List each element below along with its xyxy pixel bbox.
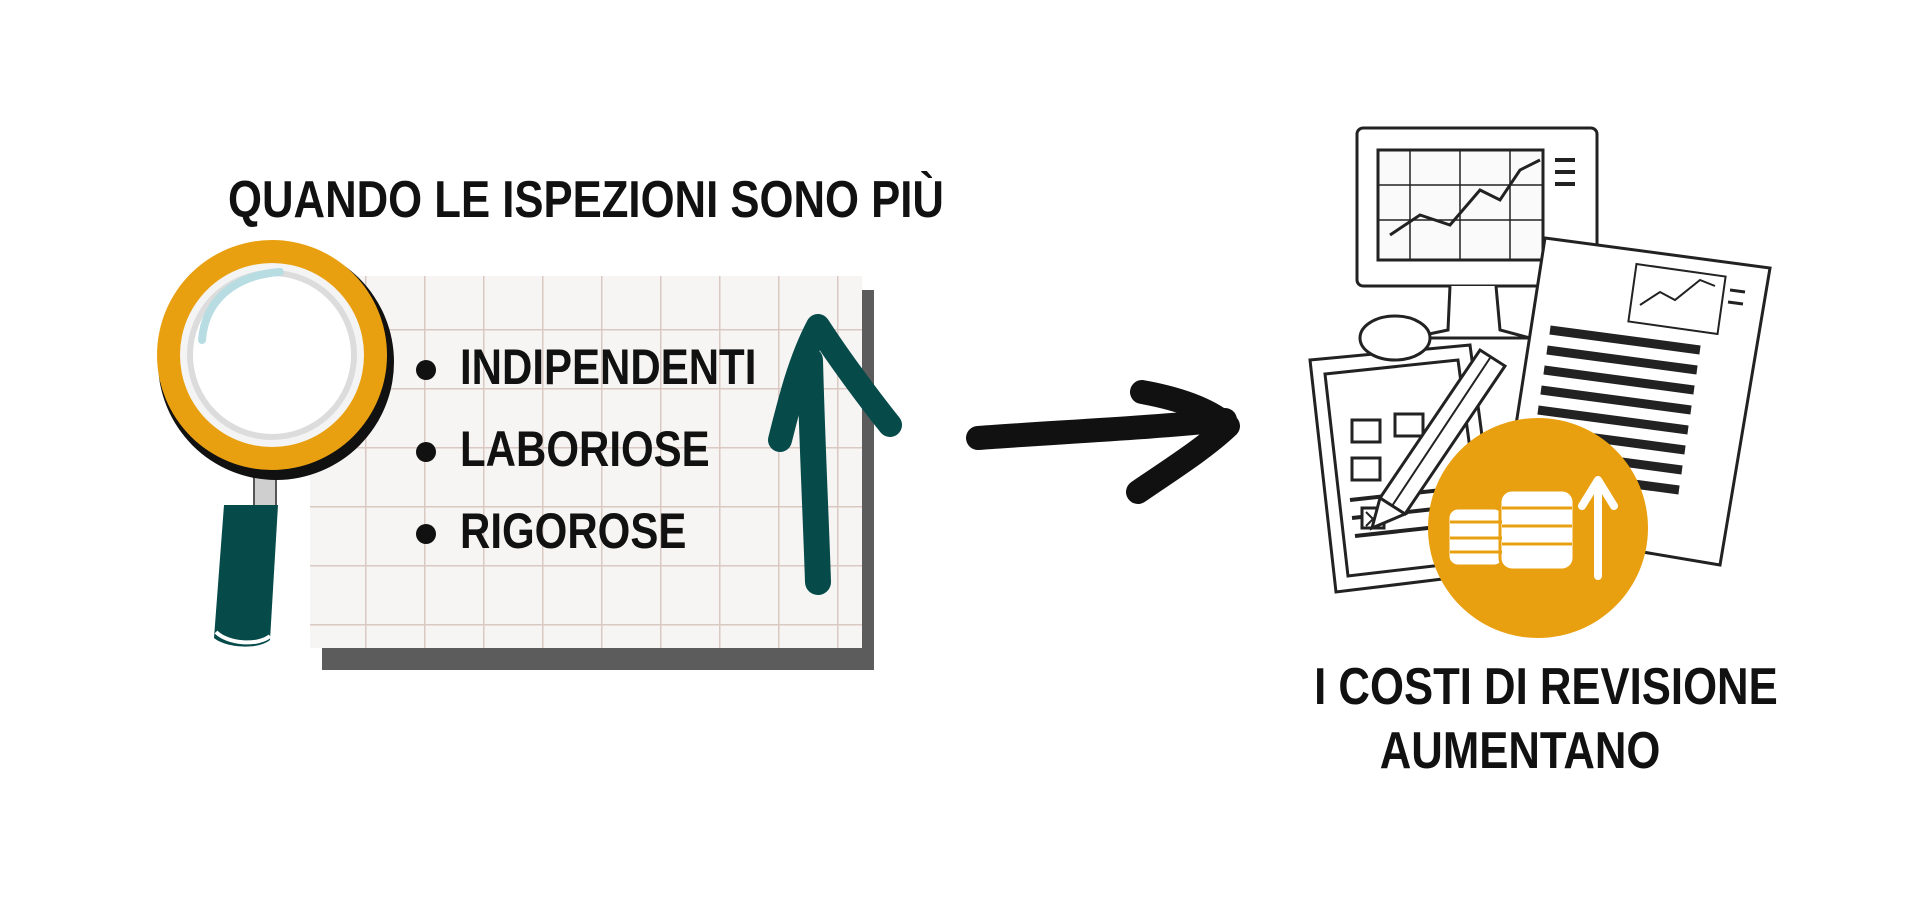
criteria-list: INDIPENDENTI LABORIOSE RIGOROSE xyxy=(410,338,813,584)
bullet-icon xyxy=(416,360,436,380)
caption-line-2: AUMENTANO xyxy=(1379,722,1661,780)
caption-line-1: I COSTI DI REVISIONE xyxy=(1314,658,1778,716)
list-item: LABORIOSE xyxy=(410,420,813,502)
list-item: INDIPENDENTI xyxy=(410,338,813,420)
right-arrow-icon xyxy=(966,380,1240,504)
bullet-icon xyxy=(416,442,436,462)
pencil-icon xyxy=(1369,347,1508,531)
heading: QUANDO LE ISPEZIONI SONO PIÙ xyxy=(228,171,944,229)
up-arrow-icon xyxy=(768,314,902,595)
bullet-icon xyxy=(416,524,436,544)
monitor-icon xyxy=(1355,126,1599,340)
result-caption: I COSTI DI REVISIONE AUMENTANO xyxy=(1270,655,1778,783)
list-item: RIGOROSE xyxy=(410,502,813,584)
grid-board xyxy=(310,276,862,648)
coins-icon xyxy=(1428,418,1648,638)
magnifying-glass-icon xyxy=(157,240,394,647)
